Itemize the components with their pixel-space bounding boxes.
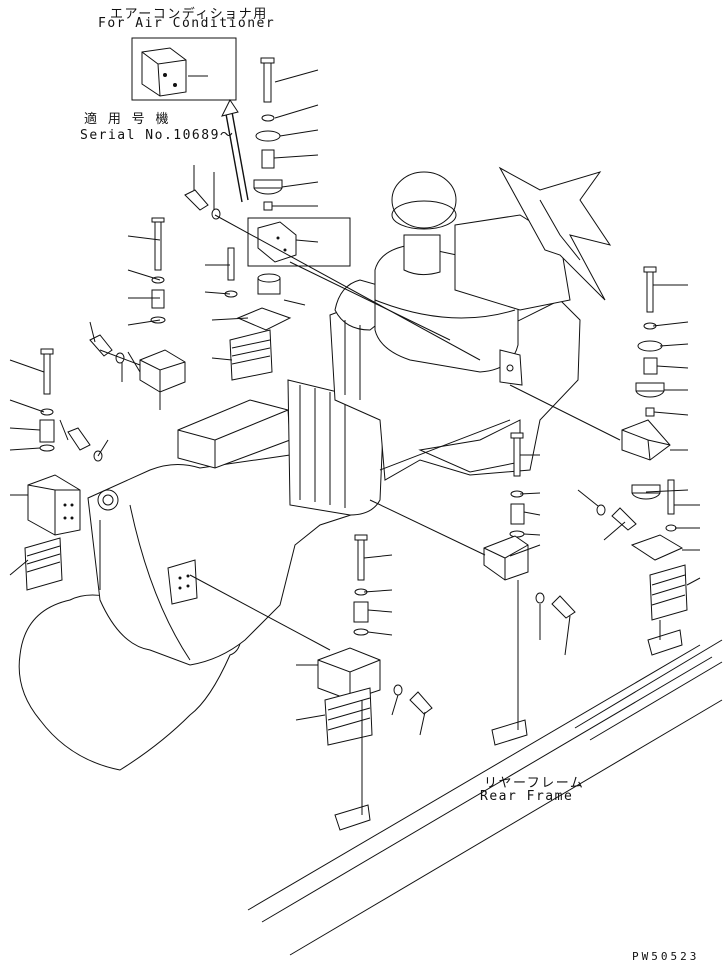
leader-lines (9, 69, 701, 815)
rear-frame-rails (247, 639, 723, 956)
transmission-housing (18, 379, 384, 771)
ac-label-en: For Air Conditioner (98, 16, 276, 31)
ac-label-jp: エアーコンディショナ用 (110, 7, 268, 22)
mount-stack-left (24, 348, 103, 591)
serial-label-en: Serial No.10689～ (80, 128, 235, 143)
rear-frame-label-jp: リヤーフレーム (484, 776, 585, 791)
engine-block (329, 166, 612, 481)
mount-stack-center-lower (317, 534, 433, 831)
ac-mount-stack (247, 57, 351, 267)
mount-stack-upper-mid (224, 247, 292, 381)
mount-stack-upper-left (89, 189, 221, 393)
drawing-number: PW50523 (632, 950, 700, 963)
mount-stack-right-center (483, 432, 576, 746)
mount-stack-right (596, 266, 688, 656)
rear-frame-label-en: Rear Frame (480, 789, 574, 804)
serial-label-jp: 適 用 号 機 (84, 112, 170, 127)
ac-bracket-inset (131, 37, 249, 203)
